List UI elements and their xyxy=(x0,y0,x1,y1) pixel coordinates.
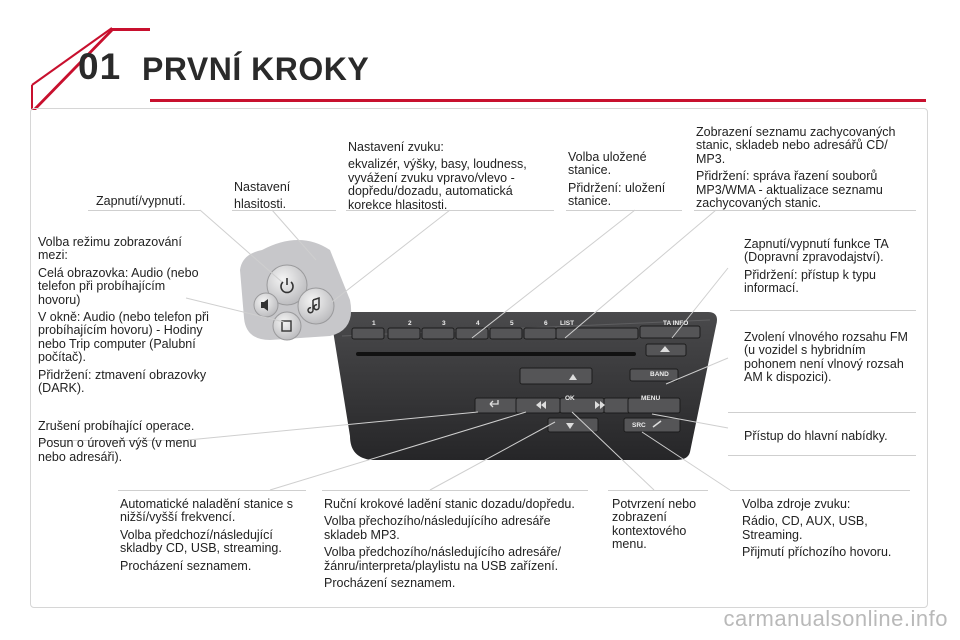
label-paragraph: Zapnutí/vypnutí. xyxy=(96,194,186,208)
label-paragraph: Rádio, CD, AUX, USB, Streaming. xyxy=(742,514,868,542)
label-band: Zvolení vlnového rozsahu FM (u vozidel s… xyxy=(744,330,916,389)
label-paragraph: Přidržení: ztmavení obrazovky (DARK). xyxy=(38,367,207,396)
label-paragraph: Přidržení: správa řazení souborů MP3/WMA… xyxy=(696,169,883,211)
rule-ta xyxy=(730,310,916,311)
preset-label-6: 6 xyxy=(544,320,548,327)
back-icon xyxy=(489,400,499,408)
label-ta: Zapnutí/vypnutí funkce TA (Dopravní zpra… xyxy=(744,237,916,300)
rule-list xyxy=(694,210,916,211)
rule-volume xyxy=(232,210,336,211)
preset-button-4[interactable] xyxy=(455,327,489,340)
band-button[interactable]: BAND xyxy=(650,371,669,378)
rule-ok xyxy=(608,490,708,491)
preset-label-1: 1 xyxy=(372,320,376,327)
label-paragraph: Zobrazení seznamu zachycovaných stanic, … xyxy=(696,125,896,166)
label-auto-tune: Automatické naladění stanice s nižší/vyš… xyxy=(120,497,306,577)
arrow-up-icon xyxy=(569,374,577,380)
ta-info-button[interactable]: TA INFO xyxy=(663,320,689,327)
label-paragraph: Nastavení xyxy=(234,180,291,194)
preset-button-3[interactable] xyxy=(421,327,455,340)
label-paragraph: Nastavení zvuku: xyxy=(348,140,444,154)
label-paragraph: ekvalizér, výšky, basy, loudness, vyváže… xyxy=(348,157,527,212)
label-paragraph: Automatické naladění stanice s nižší/vyš… xyxy=(120,497,294,525)
label-ok: Potvrzení nebo zobrazení kontextového me… xyxy=(612,497,708,556)
label-manual-tune: Ruční krokové ladění stanic dozadu/dopře… xyxy=(324,497,588,594)
preset-label-2: 2 xyxy=(408,320,412,327)
rule-preset xyxy=(566,210,682,211)
label-paragraph: Volba předchozí/následující skladby CD, … xyxy=(120,527,282,556)
audio-knob xyxy=(297,287,335,325)
label-paragraph: Procházení seznamem. xyxy=(120,558,252,573)
label-sound: Nastavení zvuku: ekvalizér, výšky, basy, … xyxy=(348,140,553,216)
label-list: Zobrazení seznamu zachycovaných stanic, … xyxy=(696,125,914,214)
list-button[interactable]: LIST xyxy=(560,320,575,327)
rewind-icon xyxy=(536,401,546,409)
watermark: carmanualsonline.info xyxy=(723,606,948,631)
rule-source xyxy=(730,490,910,491)
label-paragraph: Volba uložené stanice. xyxy=(568,150,647,178)
preset-label-5: 5 xyxy=(510,320,514,327)
preset-button-1[interactable] xyxy=(351,327,385,340)
label-paragraph: Přístup do hlavní nabídky. xyxy=(744,429,888,443)
label-paragraph: Procházení seznamem. xyxy=(324,576,456,591)
label-paragraph: Volba zdroje zvuku: xyxy=(742,497,851,511)
label-paragraph: Přijmutí příchozího hovoru. xyxy=(742,545,892,560)
label-preset: Volba uložené stanice.Přidržení: uložení… xyxy=(568,150,680,213)
cd-slot xyxy=(356,352,636,356)
label-volume: Nastavení hlasitosti. xyxy=(234,180,334,216)
rule-manual xyxy=(322,490,588,491)
rule-sound xyxy=(346,210,554,211)
music-note-icon xyxy=(307,296,320,314)
power-icon xyxy=(280,281,294,294)
label-paragraph: Volba přechozího/následujícího adresáře … xyxy=(324,514,551,542)
label-paragraph: Volba režimu zobrazování mezi: xyxy=(38,235,182,263)
header-rule xyxy=(150,99,926,102)
content-frame xyxy=(30,108,928,608)
display-knob xyxy=(272,311,302,341)
rule-menu xyxy=(728,455,916,456)
label-paragraph: Potvrzení nebo zobrazení kontextového me… xyxy=(612,497,697,552)
label-paragraph: Volba předchozího/následujícího adresáře… xyxy=(324,545,561,573)
label-paragraph: Zvolení vlnového rozsahu FM (u vozidel s… xyxy=(744,330,908,385)
label-display: Volba režimu zobrazování mezi:Celá obraz… xyxy=(38,235,210,399)
preset-label-3: 3 xyxy=(442,320,446,327)
preset-button-6[interactable] xyxy=(523,327,557,340)
src-button[interactable]: SRC xyxy=(632,422,646,429)
label-paragraph: Přidržení: uložení stanice. xyxy=(568,180,666,209)
rule-band xyxy=(728,412,916,413)
list-button-body[interactable] xyxy=(555,327,639,340)
display-icon xyxy=(281,320,292,332)
label-cancel: Zrušení probíhající operace. Posun o úrov… xyxy=(38,419,206,468)
label-menu: Přístup do hlavní nabídky. xyxy=(744,429,916,447)
eject-icon xyxy=(660,346,670,352)
label-paragraph: Celá obrazovka: Audio (nebo telefon při … xyxy=(38,265,199,307)
rule-cancel xyxy=(40,440,188,441)
preset-button-5[interactable] xyxy=(489,327,523,340)
ok-button[interactable]: OK xyxy=(565,395,575,402)
preset-label-4: 4 xyxy=(476,320,480,327)
label-paragraph: Zrušení probíhající operace. xyxy=(38,419,195,433)
label-source: Volba zdroje zvuku: Rádio, CD, AUX, USB, … xyxy=(742,497,914,564)
label-paragraph: Posun o úroveň výš (v menu nebo adresáři… xyxy=(38,436,197,464)
label-paragraph: V okně: Audio (nebo telefon při probíhaj… xyxy=(38,310,209,365)
label-paragraph: Zapnutí/vypnutí funkce TA (Dopravní zpra… xyxy=(744,237,889,265)
menu-button[interactable]: MENU xyxy=(641,395,661,402)
label-paragraph: Přidržení: přístup k typu informací. xyxy=(744,267,877,296)
label-paragraph: Ruční krokové ladění stanic dozadu/dopře… xyxy=(324,497,575,511)
rule-power xyxy=(88,210,200,211)
forward-icon xyxy=(595,401,605,409)
label-power: Zapnutí/vypnutí. xyxy=(96,194,206,212)
chapter-number: 01 xyxy=(78,46,122,87)
rule-auto xyxy=(118,490,306,491)
page-title: PRVNÍ KROKY xyxy=(142,51,370,87)
preset-button-2[interactable] xyxy=(387,327,421,340)
label-paragraph: hlasitosti. xyxy=(234,197,287,212)
chapter-tab-icon xyxy=(31,27,150,110)
